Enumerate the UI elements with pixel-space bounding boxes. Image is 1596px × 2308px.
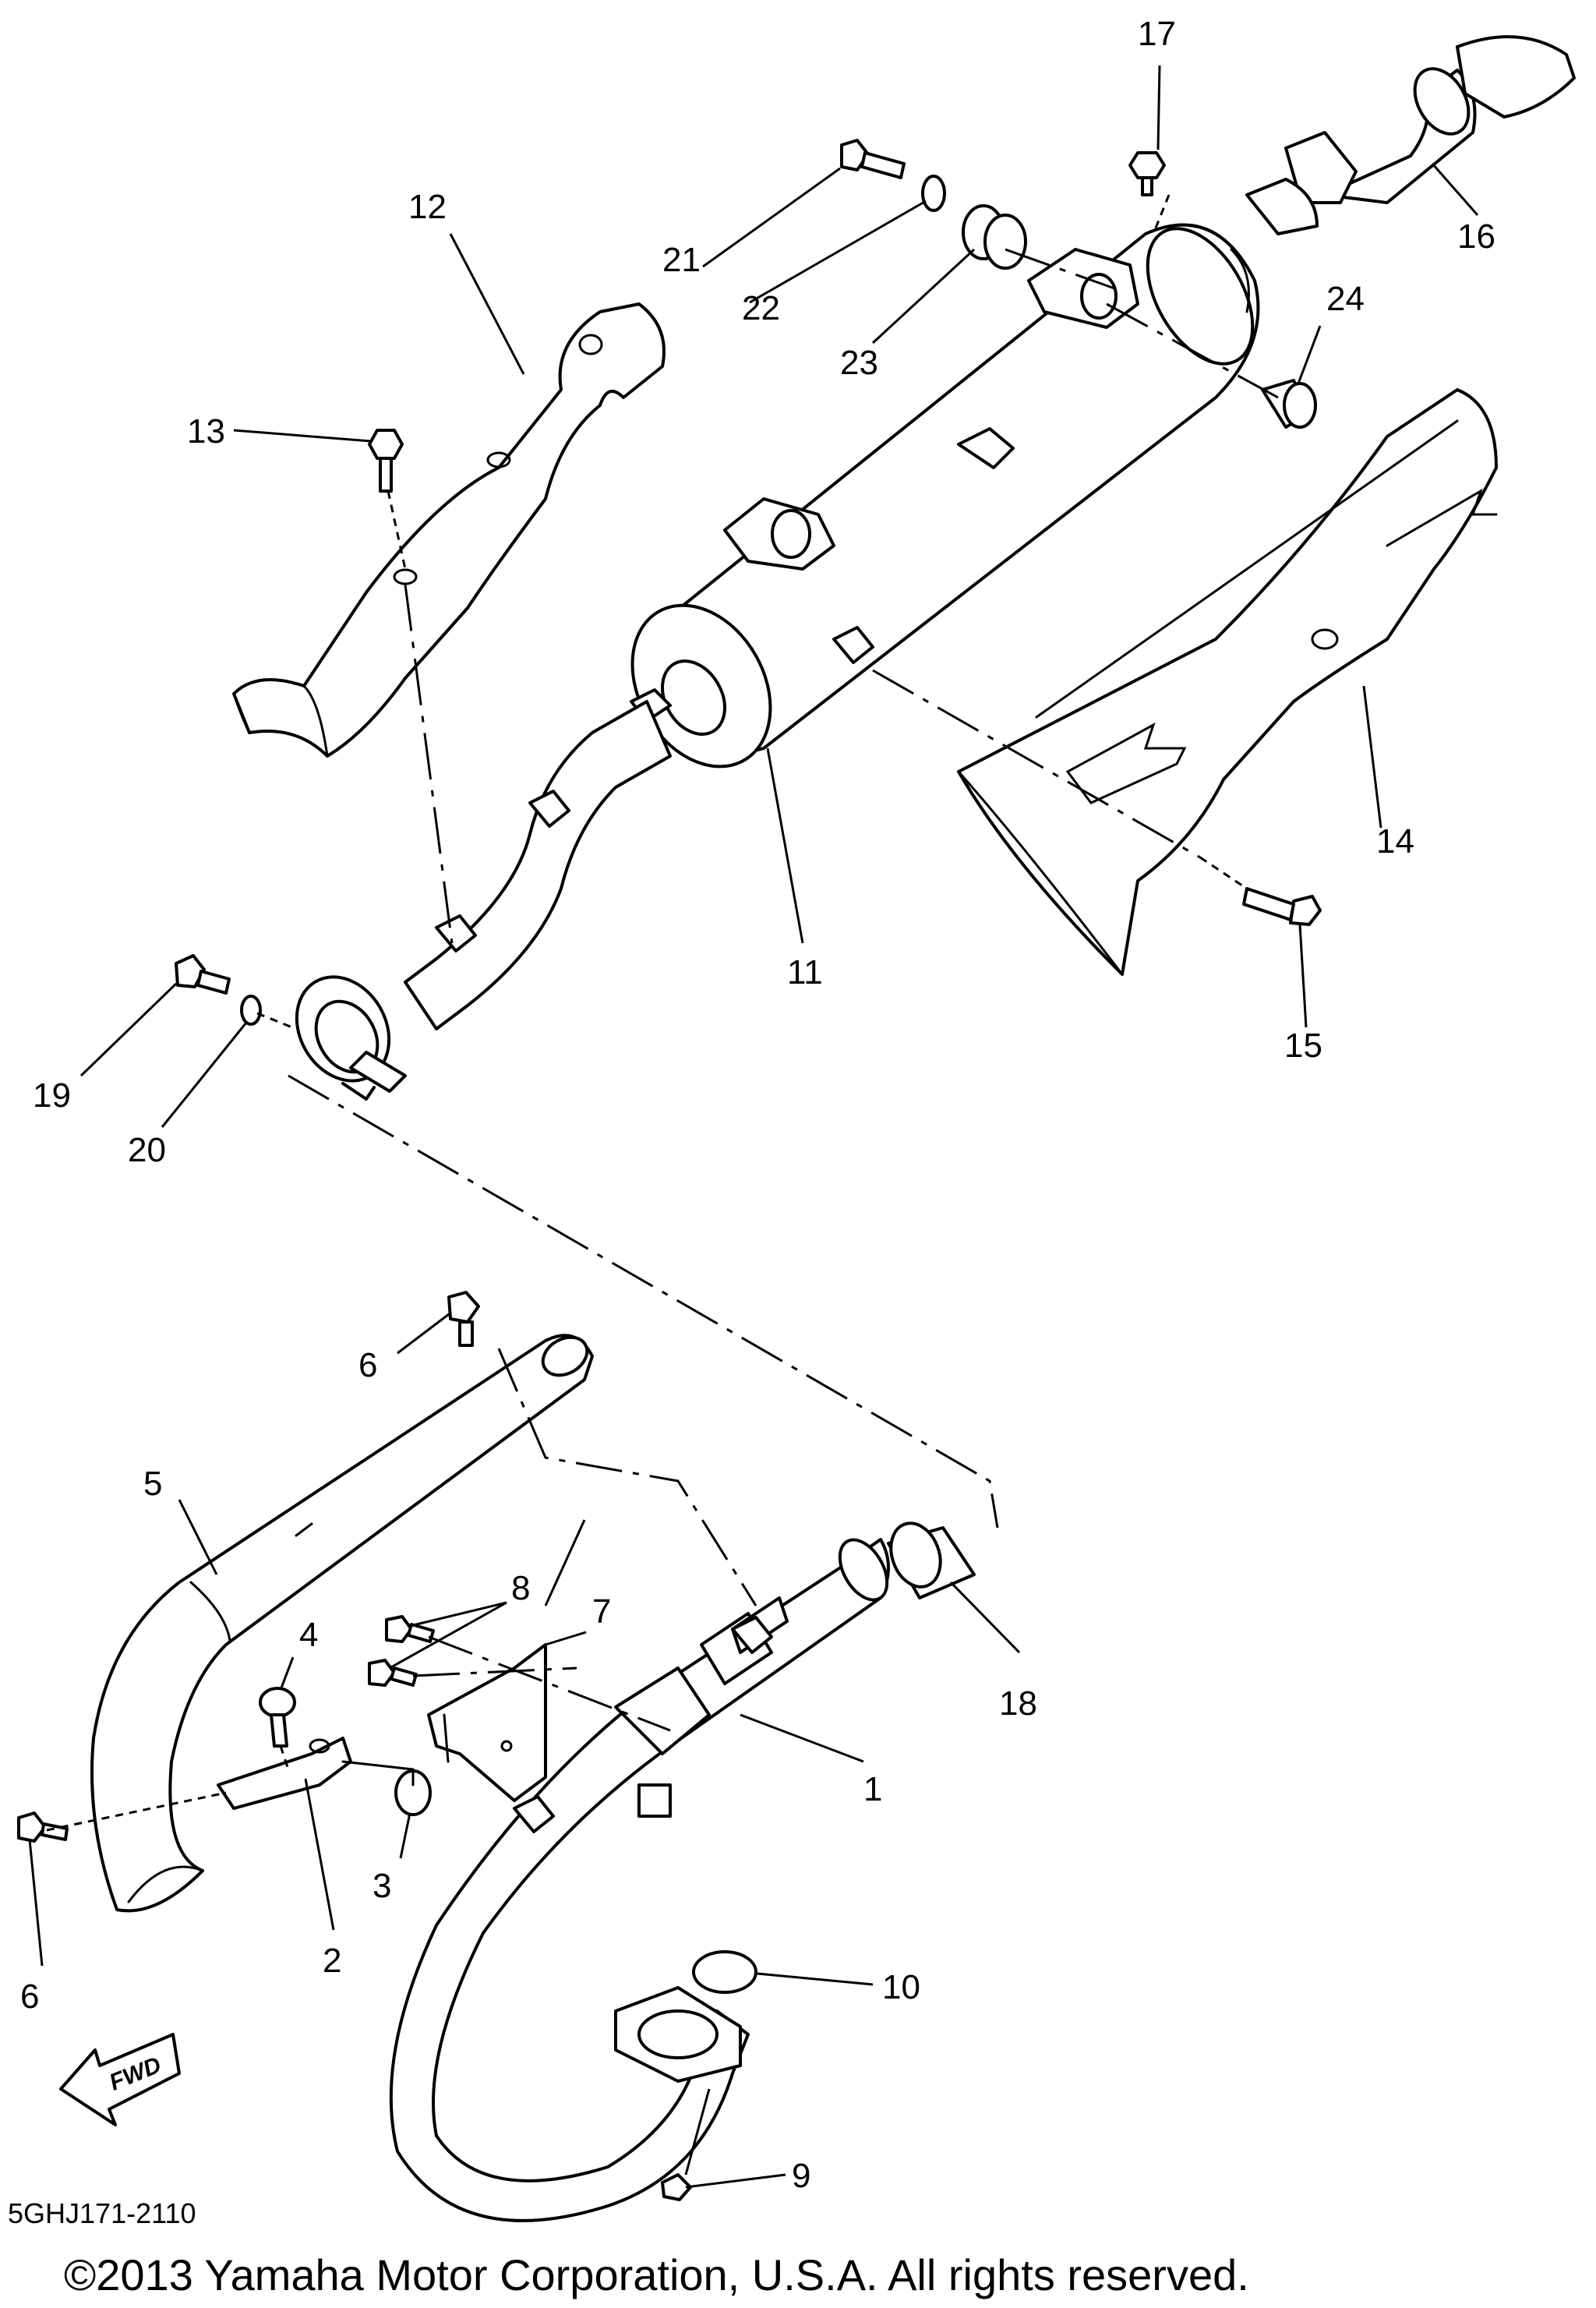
diagram-code: 5GHJ171-2110 (8, 2197, 196, 2229)
clamp-2 (217, 1737, 352, 1810)
bolt-6-upper (447, 1291, 480, 1347)
callout-21: 21 (662, 241, 701, 279)
callout-5: 5 (143, 1465, 162, 1503)
bolt-19 (175, 954, 231, 995)
washer-22 (921, 175, 946, 212)
copyright-notice: ©2013 Yamaha Motor Corporation, U.S.A. A… (64, 2250, 1249, 2299)
callout-19: 19 (33, 1076, 71, 1115)
washer-20 (240, 995, 262, 1026)
bolt-15 (1242, 887, 1322, 926)
callout-15: 15 (1284, 1027, 1322, 1065)
callout-4: 4 (299, 1616, 318, 1654)
bolt-6-lower (17, 1811, 69, 1843)
assembly-lines (46, 194, 1279, 1832)
bracket-7 (427, 1643, 547, 1802)
callout-6-lower: 6 (20, 1978, 39, 2016)
callout-9: 9 (792, 2157, 810, 2195)
callout-6-upper: 6 (358, 1346, 377, 1384)
leader-lines (28, 65, 1479, 2189)
flange-9 (614, 1986, 742, 2201)
callout-8: 8 (511, 1569, 530, 1607)
callout-24: 24 (1326, 280, 1365, 318)
bolt-17 (1128, 151, 1166, 196)
callout-3: 3 (373, 1867, 391, 1905)
part-1-exhaust-pipe (389, 1538, 890, 2222)
callout-22: 22 (742, 289, 780, 327)
callout-labels: 1 2 3 4 5 6 6 7 8 9 10 11 12 13 14 15 16… (20, 15, 1495, 2195)
collar-24 (1261, 379, 1317, 429)
sleeve-18 (887, 1522, 976, 1599)
part-5-heat-protector (90, 1334, 594, 1913)
callout-10: 10 (882, 1968, 920, 2006)
callout-16: 16 (1457, 217, 1495, 256)
grommet-23 (962, 204, 1027, 270)
bolt-13 (368, 429, 404, 493)
callout-7: 7 (592, 1592, 611, 1631)
bolts-8 (368, 1615, 435, 1687)
callout-1: 1 (863, 1770, 882, 1808)
fwd-arrow-icon: FWD (59, 2033, 181, 2126)
part-11-muffler (295, 223, 1260, 1101)
callout-17: 17 (1138, 15, 1176, 53)
callout-2: 2 (323, 1942, 341, 1980)
part-14-heat-protector (957, 388, 1498, 976)
callout-18: 18 (999, 1684, 1037, 1723)
callout-11: 11 (787, 953, 823, 991)
part-16-tail-pipe (1245, 35, 1576, 235)
part-12-heat-protector (232, 302, 666, 758)
gasket-10 (692, 1950, 757, 1994)
callout-12: 12 (408, 188, 447, 226)
bolt-21 (840, 139, 906, 179)
callout-23: 23 (840, 344, 878, 382)
bolt-4 (259, 1687, 296, 1748)
callout-13: 13 (187, 412, 225, 451)
callout-14: 14 (1376, 822, 1414, 861)
callout-20: 20 (128, 1131, 166, 1169)
